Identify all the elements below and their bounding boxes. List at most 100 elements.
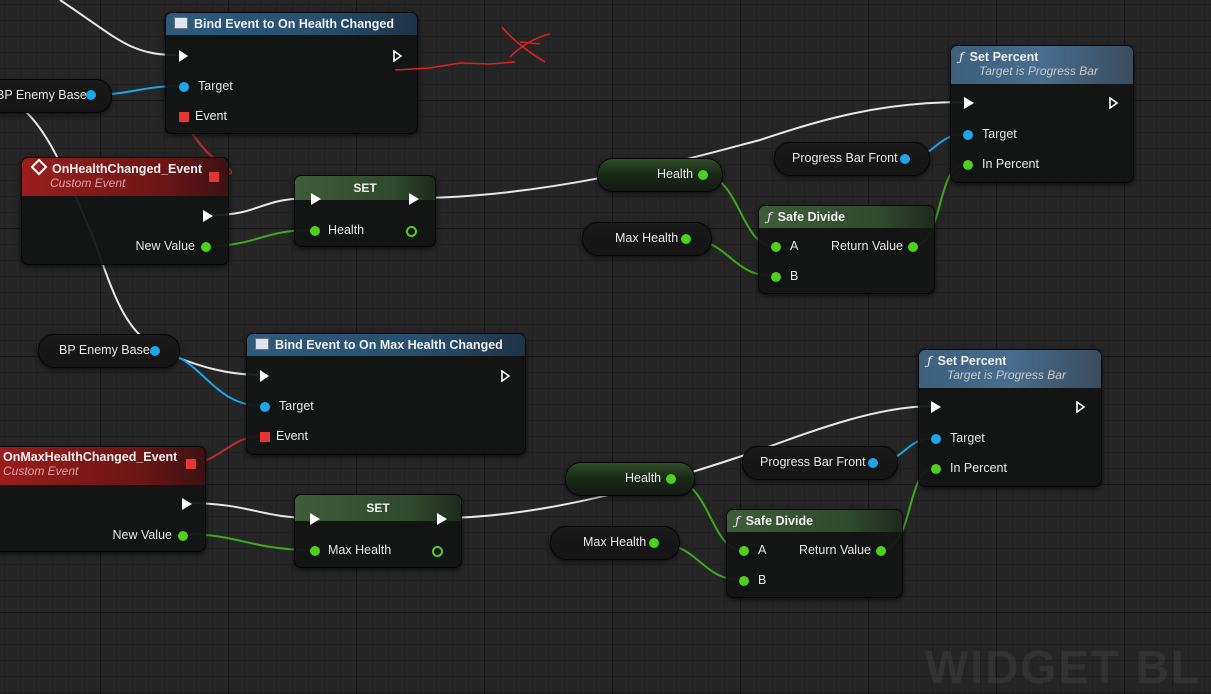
node-subtitle: Target is Progress Bar: [947, 368, 1066, 382]
function-icon: ƒ: [927, 353, 932, 368]
max-health-getter[interactable]: Max Health: [582, 222, 712, 256]
exec-out-pin[interactable]: [393, 50, 403, 62]
function-icon: ƒ: [735, 513, 740, 528]
target-pin[interactable]: [260, 402, 270, 412]
new-value-pin-label: New Value: [112, 528, 172, 542]
health-getter[interactable]: Health: [597, 158, 723, 192]
in-percent-pin[interactable]: [963, 160, 973, 170]
a-pin-label: A: [790, 239, 799, 253]
exec-wire: [411, 101, 965, 199]
progress-bar-front-getter[interactable]: Progress Bar Front: [774, 142, 930, 176]
target-pin-label: Target: [279, 399, 314, 413]
float-output-pin[interactable]: [698, 170, 708, 180]
max-health-input-pin[interactable]: [310, 546, 320, 556]
health-getter[interactable]: Health: [565, 462, 695, 496]
target-pin-label: Target: [950, 431, 985, 445]
exec-out-pin[interactable]: [437, 513, 447, 525]
a-pin[interactable]: [739, 546, 749, 556]
exec-in-pin[interactable]: [179, 50, 188, 62]
bp-enemy-base-getter[interactable]: BP Enemy Base: [0, 79, 112, 113]
node-title: OnHealthChanged_Event: [52, 162, 203, 176]
node-header: Bind Event to On Health Changed: [166, 13, 417, 35]
max-health-getter[interactable]: Max Health: [550, 526, 680, 560]
object-output-pin[interactable]: [150, 346, 160, 356]
bind-event-health-node[interactable]: Bind Event to On Health Changed Target E…: [165, 12, 418, 134]
b-pin-label: B: [758, 573, 767, 587]
in-percent-pin[interactable]: [931, 464, 941, 474]
variable-label: BP Enemy Base: [59, 343, 150, 357]
return-value-pin-label: Return Value: [798, 543, 871, 557]
blueprint-node-icon: [255, 338, 269, 350]
float-output-pin[interactable]: [666, 474, 676, 484]
target-pin[interactable]: [963, 130, 973, 140]
float-output-pin[interactable]: [649, 538, 659, 548]
event-pin[interactable]: [179, 112, 189, 122]
target-pin[interactable]: [931, 434, 941, 444]
variable-label: Progress Bar Front: [760, 455, 866, 469]
delegate-pin[interactable]: [186, 459, 196, 469]
health-input-pin[interactable]: [310, 226, 320, 236]
b-pin[interactable]: [739, 576, 749, 586]
variable-label: Progress Bar Front: [792, 151, 898, 165]
float-output-pin[interactable]: [681, 234, 691, 244]
exec-wire: [0, 94, 263, 376]
b-pin[interactable]: [771, 272, 781, 282]
bp-enemy-base-getter[interactable]: BP Enemy Base: [38, 334, 180, 368]
node-header: ƒ Safe Divide: [759, 206, 934, 228]
new-value-pin-label: New Value: [135, 239, 195, 253]
function-icon: ƒ: [767, 209, 772, 224]
exec-in-pin[interactable]: [964, 97, 974, 109]
variable-label: Health: [625, 471, 662, 485]
event-diamond-icon: [30, 158, 48, 176]
exec-out-pin[interactable]: [203, 210, 213, 222]
return-value-pin[interactable]: [908, 242, 918, 252]
exec-in-pin[interactable]: [260, 370, 269, 382]
exec-wire: [59, 0, 179, 56]
object-output-pin[interactable]: [900, 154, 910, 164]
event-pin[interactable]: [260, 432, 270, 442]
exec-in-pin[interactable]: [311, 193, 321, 205]
exec-out-pin[interactable]: [501, 370, 511, 382]
set-health-node[interactable]: SET Health: [294, 175, 436, 247]
node-title: Safe Divide: [777, 210, 846, 224]
exec-out-pin[interactable]: [1076, 401, 1086, 413]
in-percent-pin-label: In Percent: [982, 157, 1039, 171]
delegate-pin[interactable]: [209, 172, 219, 182]
return-value-pin-label: Return Value: [830, 239, 903, 253]
progress-bar-front-getter[interactable]: Progress Bar Front: [742, 446, 898, 480]
blueprint-node-icon: [174, 17, 188, 29]
max-health-output-pin[interactable]: [432, 546, 443, 557]
target-pin[interactable]: [179, 82, 189, 92]
target-pin-label: Target: [982, 127, 1017, 141]
object-output-pin[interactable]: [86, 90, 96, 100]
a-pin-label: A: [758, 543, 767, 557]
exec-in-pin[interactable]: [310, 513, 320, 525]
red-scribble-annotation: [394, 26, 551, 71]
new-value-pin[interactable]: [201, 242, 211, 252]
event-pin-label: Event: [195, 109, 227, 123]
variable-label: Max Health: [615, 231, 679, 245]
new-value-pin[interactable]: [178, 531, 188, 541]
a-pin[interactable]: [771, 242, 781, 252]
bind-event-max-health-node[interactable]: Bind Event to On Max Health Changed Targ…: [246, 333, 526, 455]
node-subtitle: Custom Event: [50, 176, 126, 190]
exec-out-pin[interactable]: [1109, 97, 1119, 109]
set-max-health-node[interactable]: SET Max Health: [294, 494, 462, 568]
health-output-pin[interactable]: [406, 226, 417, 237]
return-value-pin[interactable]: [876, 546, 886, 556]
exec-out-pin[interactable]: [182, 498, 192, 510]
node-title: Bind Event to On Health Changed: [194, 17, 395, 31]
exec-out-pin[interactable]: [409, 193, 419, 205]
exec-in-pin[interactable]: [931, 401, 941, 413]
variable-label: Health: [657, 167, 694, 181]
object-output-pin[interactable]: [868, 458, 878, 468]
variable-label: BP Enemy Base: [0, 88, 87, 102]
